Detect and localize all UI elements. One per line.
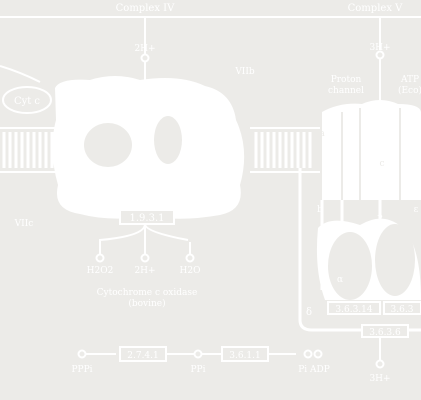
subunit-delta: δ — [306, 307, 312, 318]
complex-iv-protein — [52, 76, 244, 224]
caption-line-2: (bovine) — [128, 298, 165, 309]
subunit-a: a — [319, 129, 325, 139]
proton-channel-label-2: channel — [328, 86, 364, 96]
complex-iv-label: Complex IV — [116, 3, 175, 14]
atp-label-1: ATP — [400, 75, 419, 85]
enzyme-ec-iv: 1.9.3.1 — [130, 213, 165, 224]
subunit-viib-label: VIIb — [234, 67, 255, 77]
complex-v-label: Complex V — [348, 3, 403, 14]
atp-label-2: (Eco) — [398, 85, 421, 96]
h2o2-label: H2O2 — [87, 266, 114, 276]
enzyme-ec-atp-1: 3.6.3.14 — [335, 305, 372, 315]
pppi-label: PPPi — [71, 365, 92, 375]
subunit-gamma: γ — [377, 213, 382, 223]
proton-v-label: 3H+ — [369, 43, 390, 53]
proton-channel-label-1: Proton — [331, 75, 362, 85]
enzyme-ec-atp-3: 3.6.3.6 — [369, 328, 401, 338]
h2o-label: H2O — [180, 266, 201, 276]
two-h-label: 2H+ — [134, 266, 155, 276]
ppi-pathway — [79, 347, 322, 361]
cyt-c-label: Cyt c — [14, 96, 40, 107]
complex-iv-products — [97, 224, 194, 262]
complex-v-protein — [300, 100, 421, 368]
proton-iv-label: 2H+ — [134, 44, 155, 54]
ppi-label: PPi — [191, 365, 206, 375]
subunit-b: b — [317, 205, 323, 215]
subunit-e: ε — [414, 205, 419, 215]
subunit-alpha: α — [337, 275, 343, 285]
caption-line-1: Cytochrome c oxidase — [97, 288, 198, 298]
subunit-c: c — [379, 159, 384, 169]
pi-adp-label: Pi ADP — [298, 365, 330, 375]
enzyme-ec-ppi-1: 2.7.4.1 — [127, 351, 159, 361]
subunit-viic-label: VIIc — [14, 219, 34, 229]
proton-bottom-label: 3H+ — [369, 374, 390, 384]
enzyme-ec-atp-2: 3.6.3 — [391, 305, 414, 315]
enzyme-ec-ppi-2: 3.6.1.1 — [229, 351, 261, 361]
